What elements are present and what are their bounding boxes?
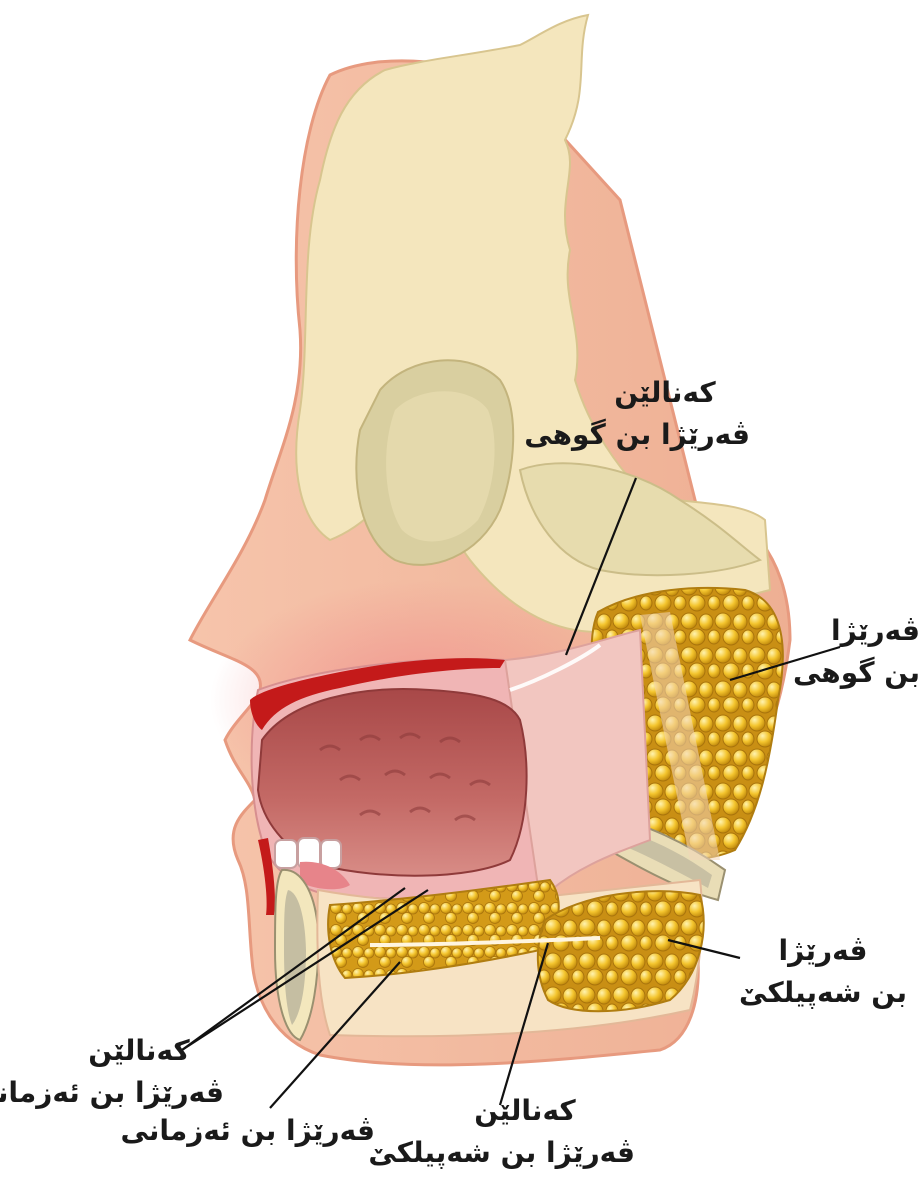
label-sublingual-gland-line1: ڤەرێژا بن ئەزمانی [165,1110,375,1152]
label-submandibular-duct-line2: ڤەرێژا بن شەپیلکێ [415,1132,635,1174]
label-sublingual-ducts: کەنالێن ڤەرێژا بن ئەزمانی [4,1030,224,1114]
label-sublingual-gland: ڤەرێژا بن ئەزمانی [165,1110,375,1152]
label-submandibular-duct-line1: کەنالێن [415,1090,635,1132]
label-sublingual-ducts-line1: کەنالێن [4,1030,224,1072]
label-submandibular-duct: کەنالێن ڤەرێژا بن شەپیلکێ [415,1090,635,1174]
label-parotid-duct-line2: ڤەرێژا بن گوهی [580,414,750,456]
label-submandibular-gland: ڤەرێژا بن شەپیلکێ [738,930,908,1014]
label-parotid-duct: کەنالێن ڤەرێژا بن گوهی [580,372,750,456]
label-submandibular-gland-line1: ڤەرێژا [738,930,908,972]
label-parotid-gland-line1: ڤەرێژا [838,610,920,652]
label-sublingual-ducts-line2: ڤەرێژا بن ئەزمانی [4,1072,224,1114]
orbit-shadow [386,391,495,541]
label-parotid-gland: ڤەرێژا بن گوهی [838,610,920,694]
label-submandibular-gland-line2: بن شەپیلکێ [738,972,908,1014]
label-parotid-duct-line1: کەنالێن [580,372,750,414]
label-parotid-gland-line2: بن گوهی [838,652,920,694]
